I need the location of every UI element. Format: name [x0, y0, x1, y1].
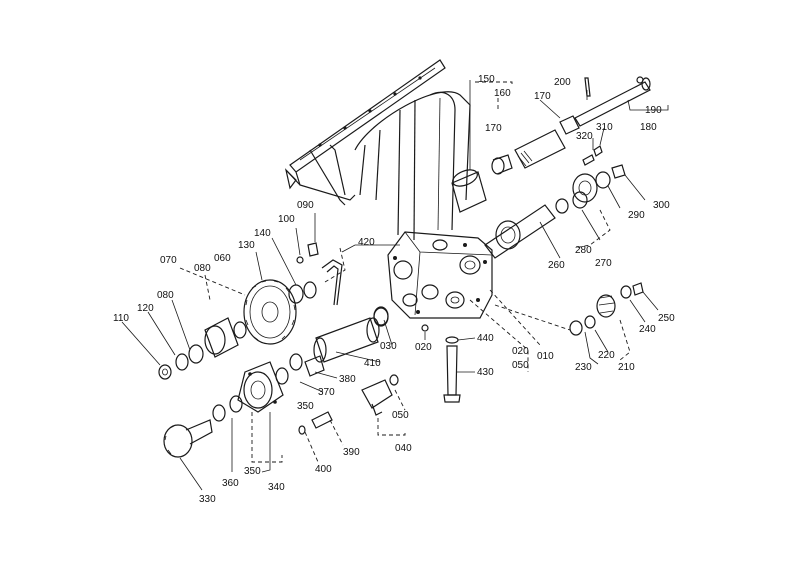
label-170: 170 — [534, 91, 551, 102]
label-440: 440 — [477, 333, 494, 344]
label-110: 110 — [113, 313, 129, 324]
label-200: 200 — [554, 77, 571, 88]
governor-gear-group — [569, 282, 644, 336]
label-280: 280 — [575, 245, 592, 256]
label-330: 330 — [199, 494, 216, 505]
label-400: 400 — [315, 464, 332, 475]
label-040: 040 — [395, 443, 412, 454]
label-060: 060 — [214, 253, 231, 264]
label-270: 270 — [595, 258, 612, 269]
label-100: 100 — [278, 214, 295, 225]
label-350: 350 — [297, 401, 314, 412]
label-310: 310 — [596, 122, 613, 133]
label-070: 070 — [160, 255, 177, 266]
label-160: 160 — [494, 88, 511, 99]
label-380: 380 — [339, 374, 356, 385]
label-010: 010 — [537, 351, 554, 362]
label-050b: 050 — [392, 410, 409, 421]
gear-case-housing — [387, 231, 493, 319]
label-140: 140 — [254, 228, 271, 239]
label-020b: 020 — [512, 346, 529, 357]
label-360: 360 — [222, 478, 239, 489]
label-220: 220 — [598, 350, 615, 361]
engine-block-outline — [284, 59, 471, 241]
label-290: 290 — [628, 210, 645, 221]
lower-pump-group — [163, 361, 333, 458]
label-030: 030 — [380, 341, 397, 352]
label-130: 130 — [238, 240, 255, 251]
label-260: 260 — [548, 260, 565, 271]
label-180: 180 — [640, 122, 657, 133]
idler-shaft-group — [484, 191, 588, 259]
center-lower-group — [361, 307, 461, 416]
label-420: 420 — [358, 237, 375, 248]
label-050: 050 — [512, 360, 529, 371]
part-number-labels: 150 160 170 200 190 180 170 320 310 300 … — [113, 74, 675, 505]
shaft-group-410 — [289, 306, 389, 377]
label-080: 080 — [194, 263, 211, 274]
label-300: 300 — [653, 200, 670, 211]
label-090: 090 — [297, 200, 314, 211]
label-430: 430 — [477, 367, 494, 378]
label-020: 020 — [415, 342, 432, 353]
label-080b: 080 — [157, 290, 174, 301]
label-190: 190 — [645, 105, 662, 116]
label-340: 340 — [268, 482, 285, 493]
label-150: 150 — [478, 74, 495, 85]
label-230: 230 — [575, 362, 592, 373]
label-320: 320 — [576, 131, 593, 142]
oil-pipe — [321, 259, 343, 306]
leader-lines — [121, 80, 669, 491]
timing-gear-group — [158, 242, 319, 380]
label-390: 390 — [343, 447, 360, 458]
label-240: 240 — [639, 324, 656, 335]
label-250: 250 — [658, 313, 675, 324]
label-410: 410 — [364, 358, 381, 369]
label-370: 370 — [318, 387, 335, 398]
label-210: 210 — [618, 362, 635, 373]
label-120: 120 — [137, 303, 154, 314]
label-350b: 350 — [244, 466, 261, 477]
label-170b: 170 — [485, 123, 502, 134]
